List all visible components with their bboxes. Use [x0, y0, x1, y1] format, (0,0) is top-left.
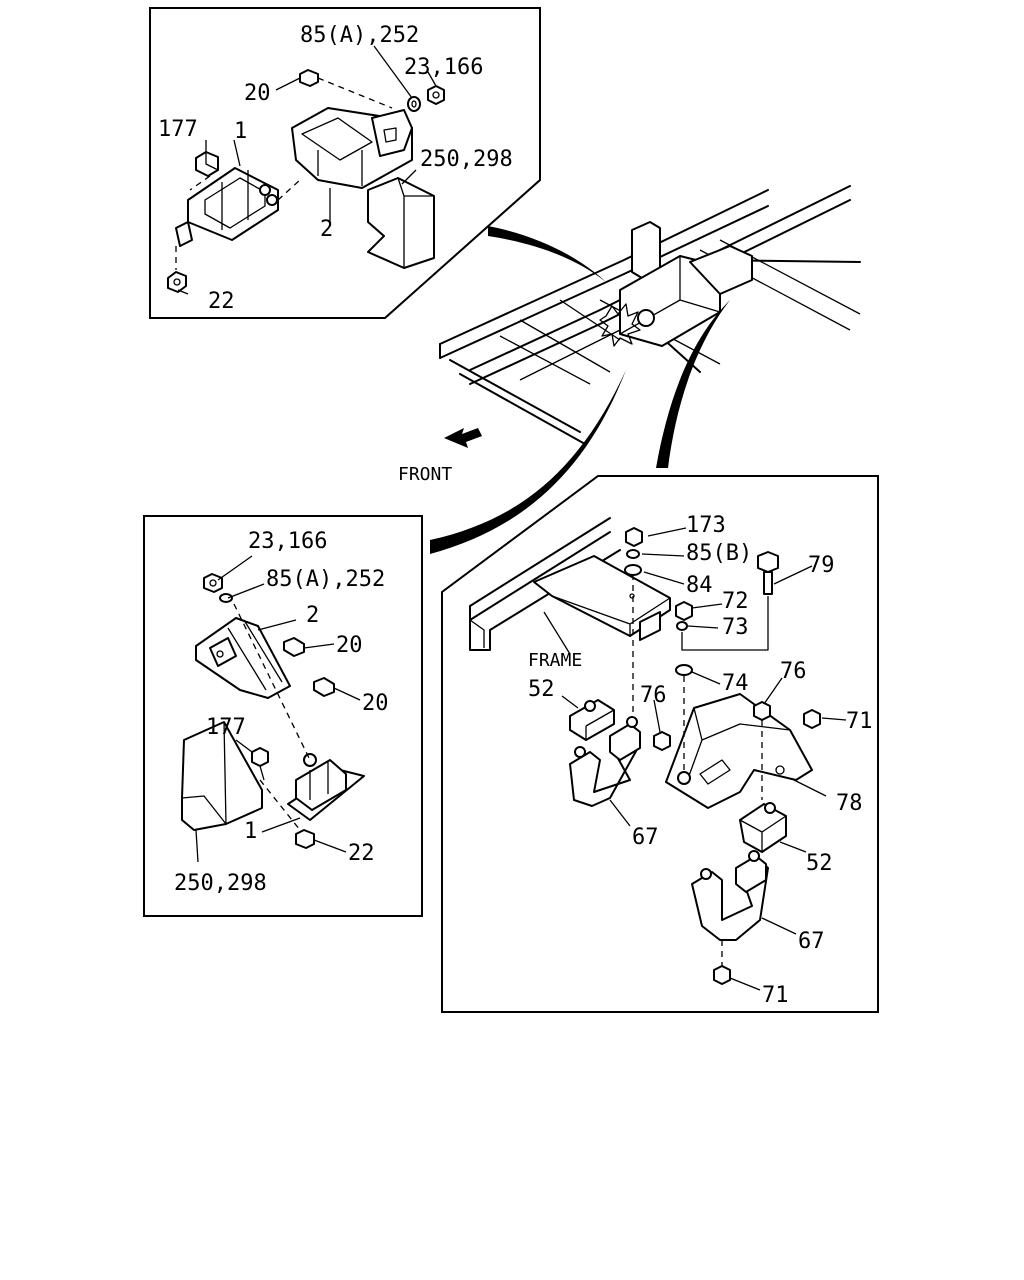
label-22: 22 — [208, 289, 235, 314]
label-20: 20 — [244, 81, 271, 106]
washer-74 — [675, 664, 693, 676]
label-2: 2 — [320, 217, 333, 242]
nut-72 — [675, 601, 693, 621]
label-74: 74 — [722, 671, 749, 696]
washer-73 — [676, 621, 688, 631]
washer-85a — [407, 96, 421, 112]
label-20-lower: 20 — [362, 691, 389, 716]
label-79: 79 — [808, 553, 835, 578]
label-177: 177 — [158, 117, 198, 142]
mounting-plate — [533, 555, 671, 641]
nut-76-left — [653, 731, 671, 751]
washer-84 — [624, 564, 642, 576]
nut-76-right — [753, 701, 771, 721]
mount-bracket-67-left — [569, 716, 641, 807]
nut-71-lower — [713, 965, 731, 985]
mount-bracket-2 — [195, 617, 291, 699]
label-85a-252: 85(A),252 — [266, 567, 385, 592]
right-detail-panel: 173 85(B) 84 79 72 73 FRAME 74 76 52 76 … — [441, 475, 879, 1013]
label-67-right: 67 — [798, 929, 825, 954]
nut-173 — [625, 527, 643, 547]
rubber-mount-52-left — [569, 699, 615, 741]
washer-85b — [626, 549, 640, 559]
heat-shield-250 — [367, 177, 435, 269]
engine-mount-rubber-1 — [175, 167, 279, 247]
callout-top — [488, 226, 606, 282]
chassis-overview: FRONT — [398, 185, 861, 554]
bolt-79 — [757, 551, 779, 595]
label-71-lower: 71 — [762, 983, 789, 1008]
label-2: 2 — [306, 603, 319, 628]
mount-bracket-2 — [291, 107, 413, 189]
heat-shield-250 — [181, 721, 263, 831]
rubber-mount-52-right — [739, 802, 787, 853]
front-arrow-icon — [444, 428, 482, 448]
frame-rail — [469, 517, 621, 651]
bolt-177 — [195, 151, 219, 177]
label-85b: 85(B) — [686, 541, 752, 566]
label-23-166: 23,166 — [248, 529, 327, 554]
bolt-20-upper — [283, 637, 305, 657]
label-frame: FRAME — [528, 650, 582, 671]
callout-right — [656, 300, 730, 468]
bolt-20-lower — [313, 677, 335, 697]
nut-23 — [427, 85, 445, 105]
label-1: 1 — [244, 819, 257, 844]
label-73: 73 — [722, 615, 749, 640]
label-78: 78 — [836, 791, 863, 816]
left-detail-border — [143, 515, 423, 917]
left-detail-panel: 23,166 85(A),252 2 20 20 177 1 22 250,29… — [143, 515, 423, 917]
washer-85a — [219, 593, 233, 603]
mount-bracket-67-right — [691, 850, 769, 941]
label-84: 84 — [686, 573, 713, 598]
label-250-298: 250,298 — [174, 871, 267, 896]
label-67-left: 67 — [632, 825, 659, 850]
label-52-right: 52 — [806, 851, 833, 876]
bolt-177 — [251, 747, 269, 781]
label-20-upper: 20 — [336, 633, 363, 658]
label-76-right: 76 — [780, 659, 807, 684]
label-250-298: 250,298 — [420, 147, 513, 172]
engine-mount-rubber-1 — [287, 753, 365, 821]
nut-71-upper — [803, 709, 821, 729]
nut-23 — [203, 573, 223, 593]
crossmember-bracket-78 — [665, 693, 813, 809]
label-22: 22 — [348, 841, 375, 866]
nut-22 — [167, 271, 187, 293]
label-173: 173 — [686, 513, 726, 538]
label-23-166: 23,166 — [404, 55, 483, 80]
label-85a-252: 85(A),252 — [300, 23, 419, 48]
label-76-left: 76 — [640, 683, 667, 708]
label-71-upper: 71 — [846, 709, 873, 734]
label-52-left: 52 — [528, 677, 555, 702]
label-177: 177 — [206, 715, 246, 740]
nut-22 — [295, 829, 315, 849]
label-72: 72 — [722, 589, 749, 614]
front-label: FRONT — [398, 464, 452, 485]
label-1: 1 — [234, 119, 247, 144]
top-detail-panel: 85(A),252 23,166 20 177 1 250,298 2 22 — [149, 7, 541, 319]
bolt-20 — [299, 69, 319, 87]
callout-left — [430, 370, 626, 554]
